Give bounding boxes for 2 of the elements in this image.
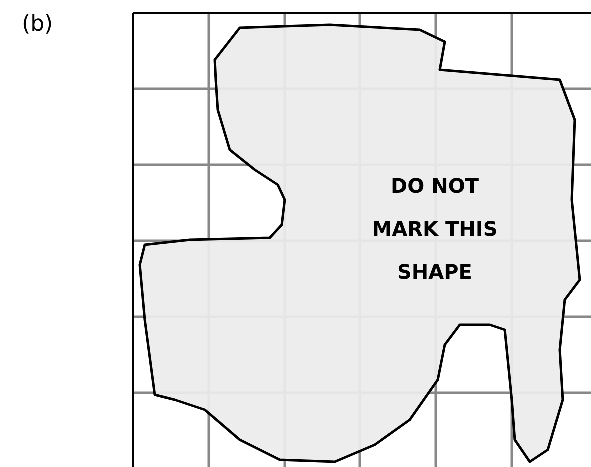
shape-label: DO NOT MARK THIS SHAPE	[371, 173, 499, 286]
panel-label: (b)	[22, 12, 54, 37]
